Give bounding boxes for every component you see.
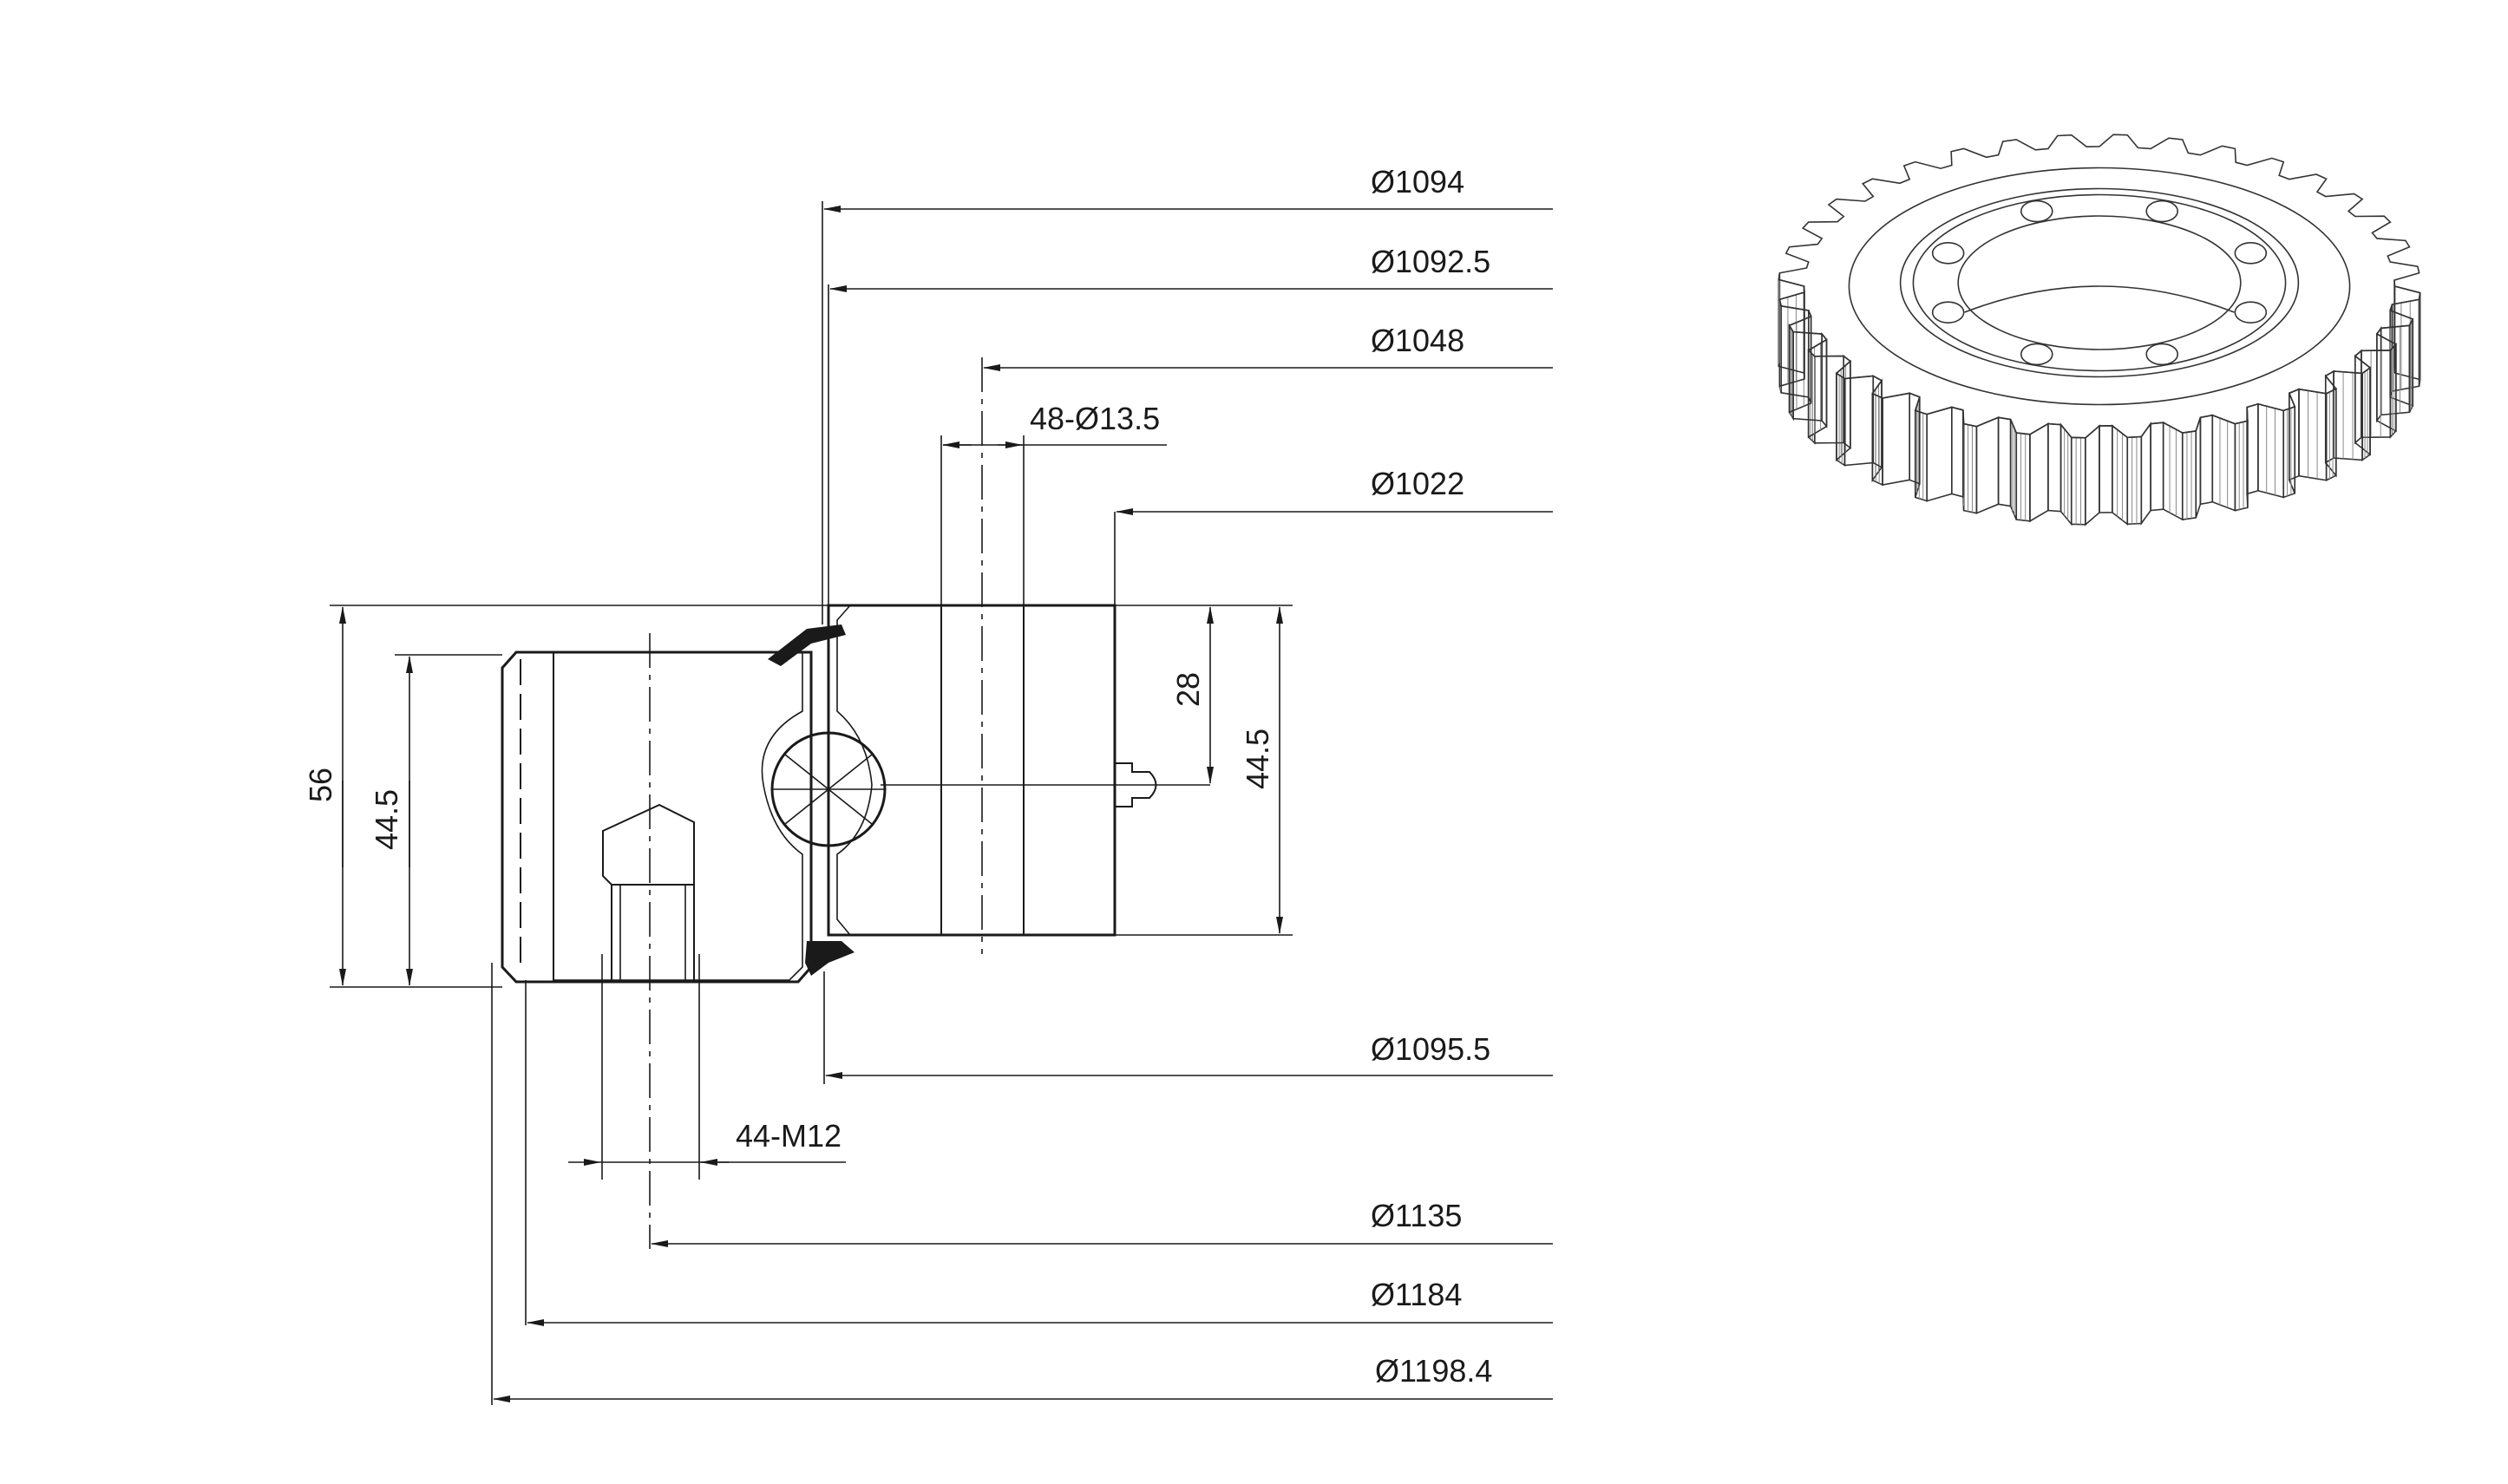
outer-ring-hatch bbox=[553, 651, 803, 981]
seal-top bbox=[768, 624, 846, 666]
dim-1095-5-label: Ø1095.5 bbox=[1371, 1031, 1490, 1067]
dim-h44-5-right-label: 44.5 bbox=[1240, 729, 1275, 789]
radial-dimensions: Ø1094 Ø1092.5 Ø1048 48-Ø13.5 Ø1022 Ø1095… bbox=[493, 164, 1553, 1402]
dim-1022-label: Ø1022 bbox=[1371, 466, 1464, 501]
inner-ring-section bbox=[827, 604, 1116, 937]
dim-threads-label: 44-M12 bbox=[736, 1118, 841, 1154]
inner-ring-hatch-right bbox=[1023, 605, 1116, 936]
dim-h28-label: 28 bbox=[1170, 672, 1206, 707]
gear-isometric-view bbox=[1778, 134, 2421, 526]
dim-h44-5-left-label: 44.5 bbox=[369, 789, 404, 850]
height-dimensions: 56 44.5 28 44.5 bbox=[303, 606, 1283, 986]
dim-holes-label: 48-Ø13.5 bbox=[1030, 401, 1160, 436]
threaded-hole bbox=[602, 803, 695, 983]
dim-1184-label: Ø1184 bbox=[1371, 1277, 1462, 1312]
cross-section bbox=[501, 357, 1210, 1249]
outer-ring-section bbox=[501, 650, 813, 984]
dim-1198-4-label: Ø1198.4 bbox=[1375, 1353, 1492, 1389]
extension-lines bbox=[330, 201, 1293, 1405]
dim-1135-label: Ø1135 bbox=[1371, 1198, 1462, 1233]
seal-bottom bbox=[805, 941, 855, 976]
dim-1092-5-label: Ø1092.5 bbox=[1371, 244, 1490, 279]
dim-1048-label: Ø1048 bbox=[1371, 323, 1464, 358]
grease-nipple bbox=[1114, 762, 1157, 807]
dim-1094-label: Ø1094 bbox=[1371, 164, 1464, 199]
dim-h56-label: 56 bbox=[303, 768, 338, 802]
